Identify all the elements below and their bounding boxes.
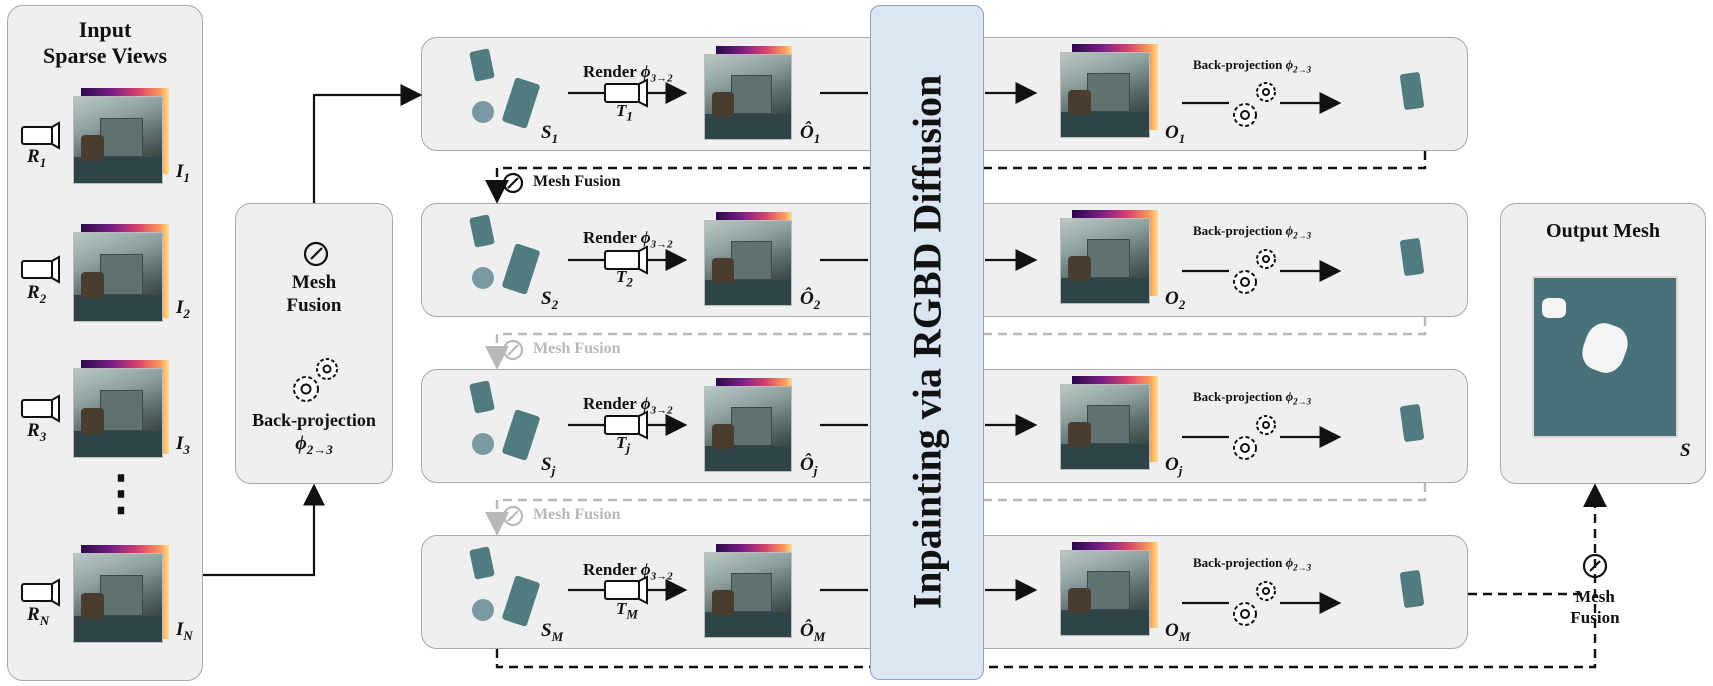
image-label-2: I2 xyxy=(176,297,190,321)
render-label: Render ϕ3→2 xyxy=(583,394,673,417)
rendered-rgb-image xyxy=(704,386,792,472)
rendered-label: Ô1 xyxy=(800,122,821,146)
output-label: Oj xyxy=(1165,454,1183,478)
output-rgb-image xyxy=(1060,218,1150,304)
backproj-label: Back-projection ϕ2→3 xyxy=(1193,57,1312,75)
init-backproj-label: Back-projection xyxy=(252,410,376,430)
rendered-rgb-image xyxy=(704,552,792,638)
render-label: Render ϕ3→2 xyxy=(583,62,673,85)
backproj-label: Back-projection ϕ2→3 xyxy=(1193,223,1312,241)
render-camera-label: T1 xyxy=(616,101,633,124)
diffusion-bar xyxy=(870,5,984,680)
rendered-label: Ôj xyxy=(800,454,818,478)
mesh-label: S1 xyxy=(541,122,559,146)
mesh-label: S2 xyxy=(541,288,559,312)
output-title: Output Mesh xyxy=(1546,220,1660,242)
mesh-label: SM xyxy=(541,620,564,644)
image-label-3: I3 xyxy=(176,433,190,457)
rgb-image xyxy=(73,368,163,458)
camera-label-1: R1 xyxy=(27,146,47,170)
render-camera-label: T2 xyxy=(616,267,633,290)
mesh-fusion-link-3: Mesh Fusion xyxy=(533,506,621,523)
rgb-image xyxy=(73,96,163,184)
rendered-label: ÔM xyxy=(800,620,826,644)
init-mesh-fusion-label: Mesh Fusion xyxy=(235,271,393,317)
render-label: Render ϕ3→2 xyxy=(583,228,673,251)
partial-mesh-fragment xyxy=(472,599,494,621)
input-title-line2: Sparse Views xyxy=(42,43,168,68)
camera-label-2: R2 xyxy=(27,282,47,306)
image-label-n: IN xyxy=(176,619,193,643)
output-rgb-image xyxy=(1060,550,1150,636)
mesh-fusion-line2: Fusion xyxy=(286,295,342,316)
input-title: Input Sparse Views xyxy=(7,17,203,69)
rendered-rgb-image xyxy=(704,220,792,306)
partial-mesh-fragment xyxy=(472,433,494,455)
final-fusion-line1: Mesh xyxy=(1575,587,1615,606)
rgb-image xyxy=(73,553,163,643)
output-mesh-label: S xyxy=(1680,440,1691,461)
ellipsis: ⋮ xyxy=(97,467,145,520)
mesh-fusion-link-1: Mesh Fusion xyxy=(533,173,621,190)
rendered-rgb-image xyxy=(704,54,792,140)
backproj-label: Back-projection ϕ2→3 xyxy=(1193,555,1312,573)
render-camera-label: TM xyxy=(616,599,638,622)
final-mesh-fusion-label: Mesh Fusion xyxy=(1555,586,1635,628)
render-camera-label: Tj xyxy=(616,433,631,456)
image-label-1: I1 xyxy=(176,161,190,185)
init-fusion-panel xyxy=(235,203,393,484)
rendered-label: Ô2 xyxy=(800,288,821,312)
input-title-line1: Input xyxy=(78,17,132,42)
output-rgb-image xyxy=(1060,384,1150,470)
partial-mesh-fragment xyxy=(472,101,494,123)
mesh-fusion-line1: Mesh xyxy=(291,272,337,293)
camera-label-n: RN xyxy=(27,604,50,628)
output-rgb-image xyxy=(1060,52,1150,138)
diffusion-label: Inpainting via RGBD Diffusion xyxy=(904,74,950,610)
final-fusion-line2: Fusion xyxy=(1570,608,1620,627)
render-label: Render ϕ3→2 xyxy=(583,560,673,583)
output-label: O1 xyxy=(1165,122,1186,146)
init-backproj-op: ϕ2→3 xyxy=(295,432,333,457)
partial-mesh-fragment xyxy=(472,267,494,289)
output-mesh-image xyxy=(1532,276,1678,438)
camera-label-3: R3 xyxy=(27,420,47,444)
backproj-label: Back-projection ϕ2→3 xyxy=(1193,389,1312,407)
output-label: OM xyxy=(1165,620,1191,644)
mesh-label: Sj xyxy=(541,454,556,478)
rgb-image xyxy=(73,232,163,322)
output-label: O2 xyxy=(1165,288,1186,312)
mesh-fusion-link-2: Mesh Fusion xyxy=(533,340,621,357)
